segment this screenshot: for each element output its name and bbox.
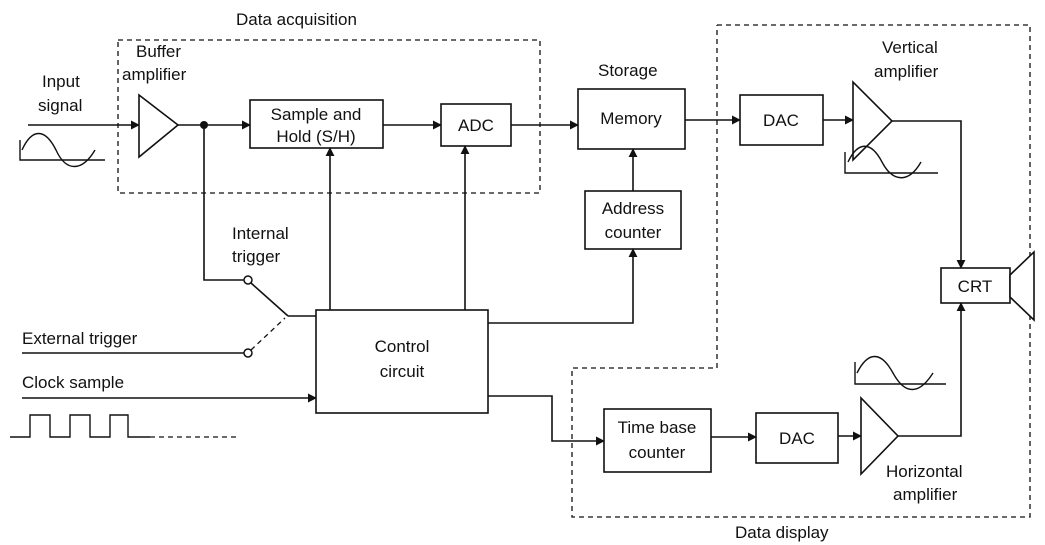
control-circuit-box — [315, 309, 489, 414]
vertical-amp-to-crt-line — [892, 120, 966, 269]
time-base-counter-label-2: counter — [629, 443, 686, 462]
control-circuit-label-1: Control — [375, 337, 430, 356]
crt-screen — [1009, 250, 1035, 322]
dac-vertical-box — [739, 94, 824, 146]
control-circuit-label-2: circuit — [380, 362, 425, 381]
buffer-amplifier-triangle — [138, 93, 180, 159]
external-switch-dashed — [250, 317, 286, 351]
data-display-title: Data display — [735, 523, 829, 542]
dac-horizontal-label: DAC — [779, 429, 815, 448]
internal-trigger-label: Internal — [232, 224, 289, 243]
data-acquisition-region — [117, 39, 541, 194]
dac-vertical-label: DAC — [763, 111, 799, 130]
horizontal-amplifier-triangle — [860, 396, 900, 476]
horizontal-amp-to-crt-line — [898, 302, 966, 437]
dac-horizontal-box — [755, 412, 839, 464]
trigger-switch-arm — [250, 282, 289, 317]
internal-trigger-label-2: trigger — [232, 247, 281, 266]
storage-label: Storage — [598, 61, 658, 80]
vertical-amplifier-triangle — [852, 80, 894, 162]
control-to-timebase-line — [488, 395, 605, 446]
input-signal-label: Input — [42, 72, 80, 91]
input-waveform — [19, 132, 105, 167]
buffer-amplifier-label: Buffer — [136, 42, 181, 61]
external-trigger-label: External trigger — [22, 329, 138, 348]
sample-hold-label-2: Hold (S/H) — [276, 127, 355, 146]
buffer-amplifier-label-2: amplifier — [122, 65, 187, 84]
data-acquisition-title: Data acquisition — [236, 10, 357, 29]
crt-box — [940, 267, 1011, 304]
clock-sample-label: Clock sample — [22, 373, 124, 392]
data-display-region — [571, 24, 1031, 518]
clock-waveform — [10, 414, 236, 438]
time-base-counter-box — [603, 408, 712, 473]
address-counter-label-1: Address — [602, 199, 664, 218]
memory-box — [577, 88, 686, 150]
vertical-waveform — [844, 145, 938, 179]
time-base-counter-label-1: Time base — [618, 418, 697, 437]
adc-label: ADC — [458, 116, 494, 135]
memory-label: Memory — [600, 109, 662, 128]
sample-hold-box — [249, 99, 384, 149]
internal-trigger-contact — [243, 275, 253, 285]
external-trigger-contact — [243, 348, 253, 358]
address-counter-label-2: counter — [605, 223, 662, 242]
control-to-address-line — [488, 248, 638, 324]
input-signal-label-2: signal — [38, 96, 82, 115]
sample-hold-label-1: Sample and — [271, 105, 362, 124]
vertical-amplifier-label: Vertical — [882, 38, 938, 57]
horizontal-waveform — [854, 355, 946, 390]
internal-trigger-line — [203, 125, 244, 281]
horizontal-amplifier-label: Horizontal — [886, 462, 963, 481]
horizontal-amplifier-label-2: amplifier — [893, 485, 958, 504]
crt-label: CRT — [958, 277, 993, 296]
vertical-amplifier-label-2: amplifier — [874, 62, 939, 81]
